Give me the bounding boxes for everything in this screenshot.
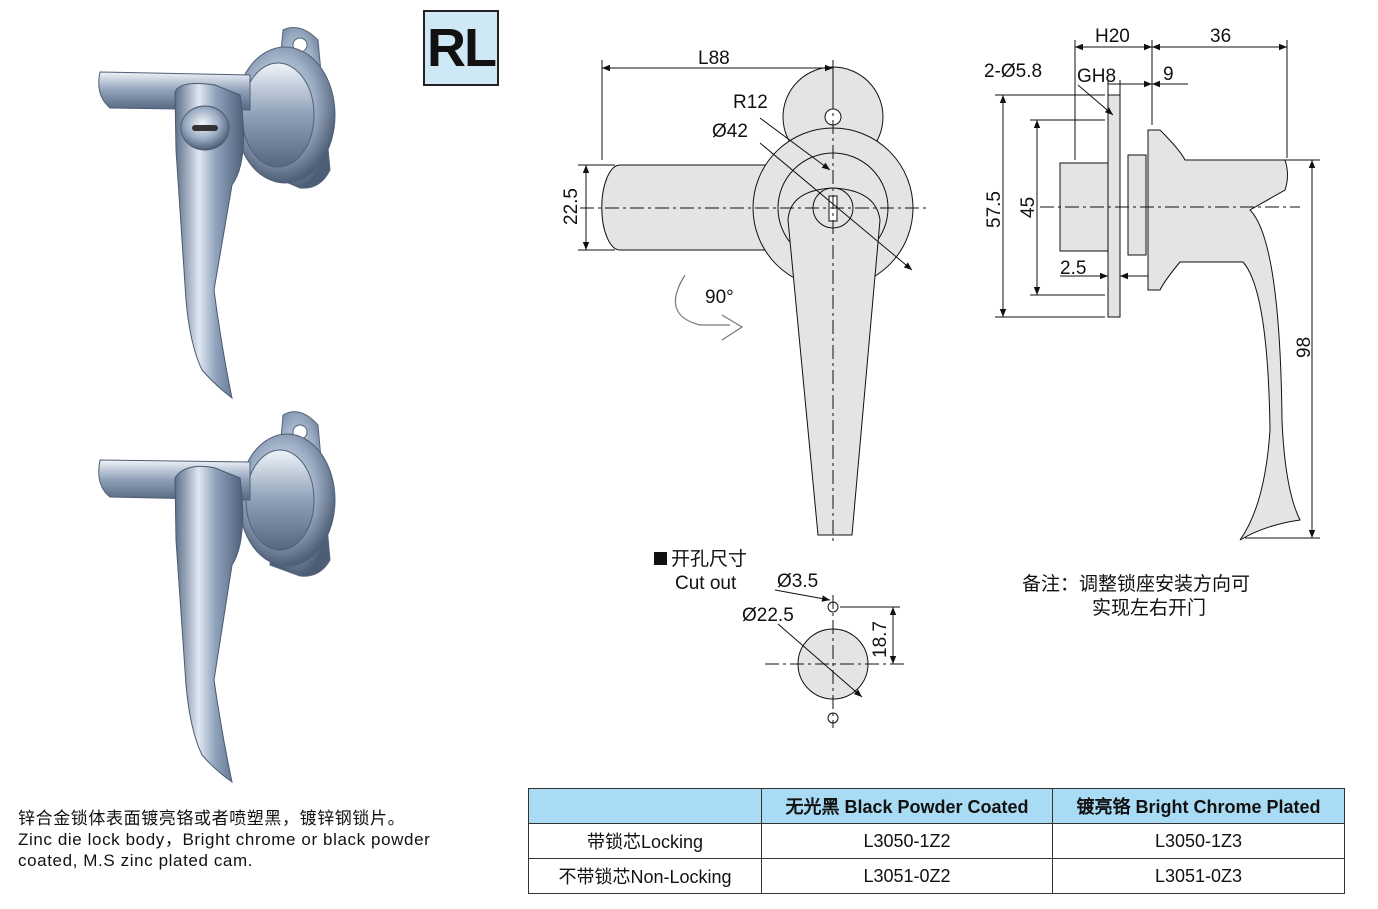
dim-h20: H20 xyxy=(1095,26,1130,47)
square-bullet-icon xyxy=(654,552,667,565)
dim-9: 9 xyxy=(1163,64,1174,85)
description-en: Zinc die lock body，Bright chrome or blac… xyxy=(18,830,431,870)
description-cn: 锌合金锁体表面镀亮铬或者喷塑黑，镀锌钢锁片。 xyxy=(18,809,406,828)
dim-22-5: 22.5 xyxy=(561,188,582,225)
product-description: 锌合金锁体表面镀亮铬或者喷塑黑，镀锌钢锁片。 Zinc die lock bod… xyxy=(18,808,438,871)
model-cell: L3050-1Z2 xyxy=(761,823,1053,859)
dim-36: 36 xyxy=(1210,26,1231,47)
model-cell: L3051-0Z3 xyxy=(1052,858,1345,894)
dim-offset: 18.7 xyxy=(870,621,891,658)
cutout-view xyxy=(765,589,905,728)
dim-57-5: 57.5 xyxy=(984,191,1005,228)
dim-45: 45 xyxy=(1018,197,1039,218)
photo-non-locking-handle xyxy=(98,411,336,784)
table-header-empty xyxy=(528,788,762,824)
cutout-label: 开孔尺寸 Cut out xyxy=(654,548,747,596)
dim-2-5: 2.5 xyxy=(1060,258,1086,279)
table-header-black: 无光黑 Black Powder Coated xyxy=(761,788,1053,824)
table-header-row: 无光黑 Black Powder Coated 镀亮铬 Bright Chrom… xyxy=(528,788,1345,824)
row-label: 不带锁芯Non-Locking xyxy=(528,858,762,894)
table-header-chrome: 镀亮铬 Bright Chrome Plated xyxy=(1052,788,1345,824)
dim-d42: Ø42 xyxy=(712,121,748,142)
table-row: 带锁芯Locking L3050-1Z2 L3050-1Z3 xyxy=(528,823,1345,859)
table-row: 不带锁芯Non-Locking L3051-0Z2 L3051-0Z3 xyxy=(528,858,1345,894)
dim-holes: 2-Ø5.8 xyxy=(984,61,1042,82)
product-photos xyxy=(98,27,336,784)
dim-98: 98 xyxy=(1294,337,1315,358)
row-label: 带锁芯Locking xyxy=(528,823,762,859)
dim-rotation: 90° xyxy=(705,287,734,308)
model-cell: L3051-0Z2 xyxy=(761,858,1053,894)
technical-drawing: L88 R12 Ø42 22.5 90° H20 36 2-Ø5.8 GH8 9… xyxy=(561,26,1320,728)
dim-l88: L88 xyxy=(698,48,730,69)
series-badge: RL xyxy=(423,10,499,86)
dim-r12: R12 xyxy=(733,92,768,113)
model-table: 无光黑 Black Powder Coated 镀亮铬 Bright Chrom… xyxy=(528,788,1345,894)
dim-small-hole: Ø3.5 xyxy=(777,571,818,592)
front-view xyxy=(578,60,930,545)
side-view xyxy=(995,40,1320,541)
model-cell: L3050-1Z3 xyxy=(1052,823,1345,859)
installation-note: 备注：调整锁座安装方向可 实现左右开门 xyxy=(1022,574,1251,619)
dim-main-hole: Ø22.5 xyxy=(742,605,794,626)
dim-gh8: GH8 xyxy=(1077,66,1116,87)
photo-locking-handle xyxy=(98,27,336,400)
